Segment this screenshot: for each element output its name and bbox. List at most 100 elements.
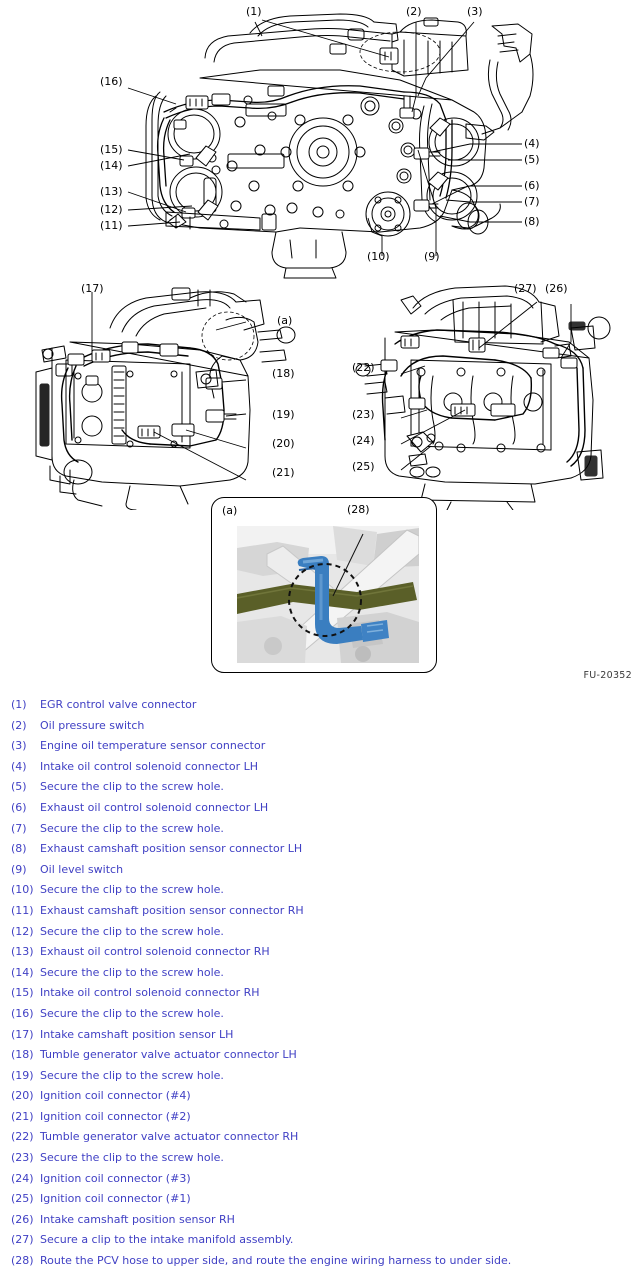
legend-text: Intake camshaft position sensor LH (40, 1027, 234, 1041)
legend-item: (2) Oil pressure switch (0, 716, 642, 737)
legend-number: (19) (11, 1068, 34, 1082)
engine-left-side-view-drawing (35, 287, 296, 510)
inset-label-a: (a) (222, 504, 238, 517)
legend-list: (1) EGR control valve connector (2) Oil pr… (0, 695, 642, 1272)
legend-number: (4) (11, 759, 27, 773)
callout-5: (5) (524, 153, 540, 166)
legend-text: Ignition coil connector (#3) (40, 1171, 191, 1185)
legend-text: Tumble generator valve actuator connecto… (40, 1048, 297, 1062)
callout-25: (25) (352, 460, 375, 473)
legend-number: (10) (11, 883, 34, 897)
callout-17: (17) (81, 282, 104, 295)
legend-number: (2) (11, 718, 27, 732)
legend-text: Intake oil control solenoid connector LH (40, 759, 258, 773)
callout-a-left: (a) (277, 314, 293, 327)
callout-21: (21) (272, 466, 295, 479)
callout-2: (2) (406, 5, 422, 18)
engine-wiring-harness-figure: (1) (2) (3) (4) (5) (6) (7) (8) (9) (10)… (35, 5, 632, 681)
legend-text: Intake oil control solenoid connector RH (40, 986, 260, 1000)
callout-22: (22) (352, 361, 375, 374)
legend-number: (8) (11, 842, 27, 856)
legend-number: (5) (11, 780, 27, 794)
legend-item: (22) Tumble generator valve actuator conn… (0, 1127, 642, 1148)
legend-text: Exhaust camshaft position sensor connect… (40, 903, 304, 917)
engine-right-side-view-drawing (355, 285, 611, 510)
legend-number: (17) (11, 1027, 34, 1041)
legend-item: (5) Secure the clip to the screw hole. (0, 777, 642, 798)
legend-text: Secure the clip to the screw hole. (40, 780, 224, 794)
legend-text: Secure the clip to the screw hole. (40, 821, 224, 835)
legend-item: (23)Secure the clip to the screw hole. (0, 1148, 642, 1169)
leader-lines-left-view (91, 292, 247, 481)
legend-item: (4) Intake oil control solenoid connector… (0, 757, 642, 778)
legend-number: (27) (11, 1233, 34, 1247)
callout-16: (16) (100, 75, 123, 88)
legend-text: Ignition coil connector (#4) (40, 1089, 191, 1103)
legend-item: (8) Exhaust camshaft position sensor conn… (0, 839, 642, 860)
callout-19: (19) (272, 408, 295, 421)
legend-item: (24)Ignition coil connector (#3) (0, 1169, 642, 1190)
legend-text: Ignition coil connector (#1) (40, 1192, 191, 1206)
legend-item: (15) Intake oil control solenoid connecto… (0, 983, 642, 1004)
legend-number: (12) (11, 924, 34, 938)
legend-item: (25)Ignition coil connector (#1) (0, 1189, 642, 1210)
legend-item: (27)Secure a clip to the intake manifold… (0, 1230, 642, 1251)
callout-8: (8) (524, 215, 540, 228)
legend-number: (14) (11, 965, 34, 979)
legend-number: (13) (11, 945, 34, 959)
callout-1: (1) (246, 5, 262, 18)
legend-number: (16) (11, 1006, 34, 1020)
legend-item: (18) Tumble generator valve actuator conn… (0, 1045, 642, 1066)
legend-text: Oil pressure switch (40, 718, 145, 732)
legend-text: Intake camshaft position sensor RH (40, 1212, 235, 1226)
legend-item: (17) Intake camshaft position sensor LH (0, 1025, 642, 1046)
legend-text: Secure the clip to the screw hole. (40, 965, 224, 979)
legend-text: Ignition coil connector (#2) (40, 1109, 191, 1123)
legend-item: (28)Route the PCV hose to upper side, an… (0, 1251, 642, 1272)
callout-23: (23) (352, 408, 375, 421)
legend-number: (1) (11, 698, 27, 711)
callout-15: (15) (100, 143, 123, 156)
callout-14: (14) (100, 159, 123, 172)
legend-item: (16) Secure the clip to the screw hole. (0, 1004, 642, 1025)
legend-number: (9) (11, 862, 27, 876)
legend-text: Engine oil temperature sensor connector (40, 739, 266, 753)
callout-6: (6) (524, 179, 540, 192)
legend-item: (6)Exhaust oil control solenoid connecto… (0, 798, 642, 819)
legend-number: (11) (11, 903, 34, 917)
legend-text: Secure the clip to the screw hole. (40, 883, 224, 897)
legend-number: (15) (11, 986, 34, 1000)
callout-28: (28) (347, 503, 370, 516)
legend-number: (7) (11, 821, 27, 835)
legend-item: (10) Secure the clip to the screw hole. (0, 880, 642, 901)
figure-id-code: FU-20352 (583, 670, 632, 681)
callout-13: (13) (100, 185, 123, 198)
legend-item: (11) Exhaust camshaft position sensor con… (0, 901, 642, 922)
callout-4: (4) (524, 137, 540, 150)
legend-text: Tumble generator valve actuator connecto… (40, 1130, 299, 1144)
legend-text: Oil level switch (40, 862, 124, 876)
legend-item: (13) Exhaust oil control solenoid connect… (0, 942, 642, 963)
legend-text: Secure the clip to the screw hole. (40, 924, 224, 938)
engine-front-view-drawing (127, 13, 534, 279)
legend-number: (22) (11, 1130, 34, 1144)
detail-inset-panel: (a) (28) (211, 497, 437, 673)
legend-text: Exhaust oil control solenoid connector R… (40, 945, 270, 959)
legend-number: (18) (11, 1048, 34, 1062)
legend-item: (20) Ignition coil connector (#4) (0, 1086, 642, 1107)
legend-text: Secure the clip to the screw hole. (40, 1151, 224, 1165)
legend-item: (1) EGR control valve connector (0, 695, 642, 716)
legend-text: Exhaust oil control solenoid connector L… (40, 800, 269, 814)
legend-item: (9) Oil level switch (0, 860, 642, 881)
legend-number: (20) (11, 1089, 34, 1103)
legend-text: EGR control valve connector (40, 698, 197, 711)
legend-text: Exhaust camshaft position sensor connect… (40, 842, 303, 856)
legend-item: (3)Engine oil temperature sensor connect… (0, 736, 642, 757)
pcv-hose-routing-photo (237, 526, 419, 663)
legend-text: Route the PCV hose to upper side, and ro… (40, 1254, 512, 1268)
legend-text: Secure the clip to the screw hole. (40, 1006, 224, 1020)
callout-26: (26) (545, 282, 568, 295)
legend-number: (21) (11, 1109, 34, 1123)
legend-text: Secure the clip to the screw hole. (40, 1068, 224, 1082)
